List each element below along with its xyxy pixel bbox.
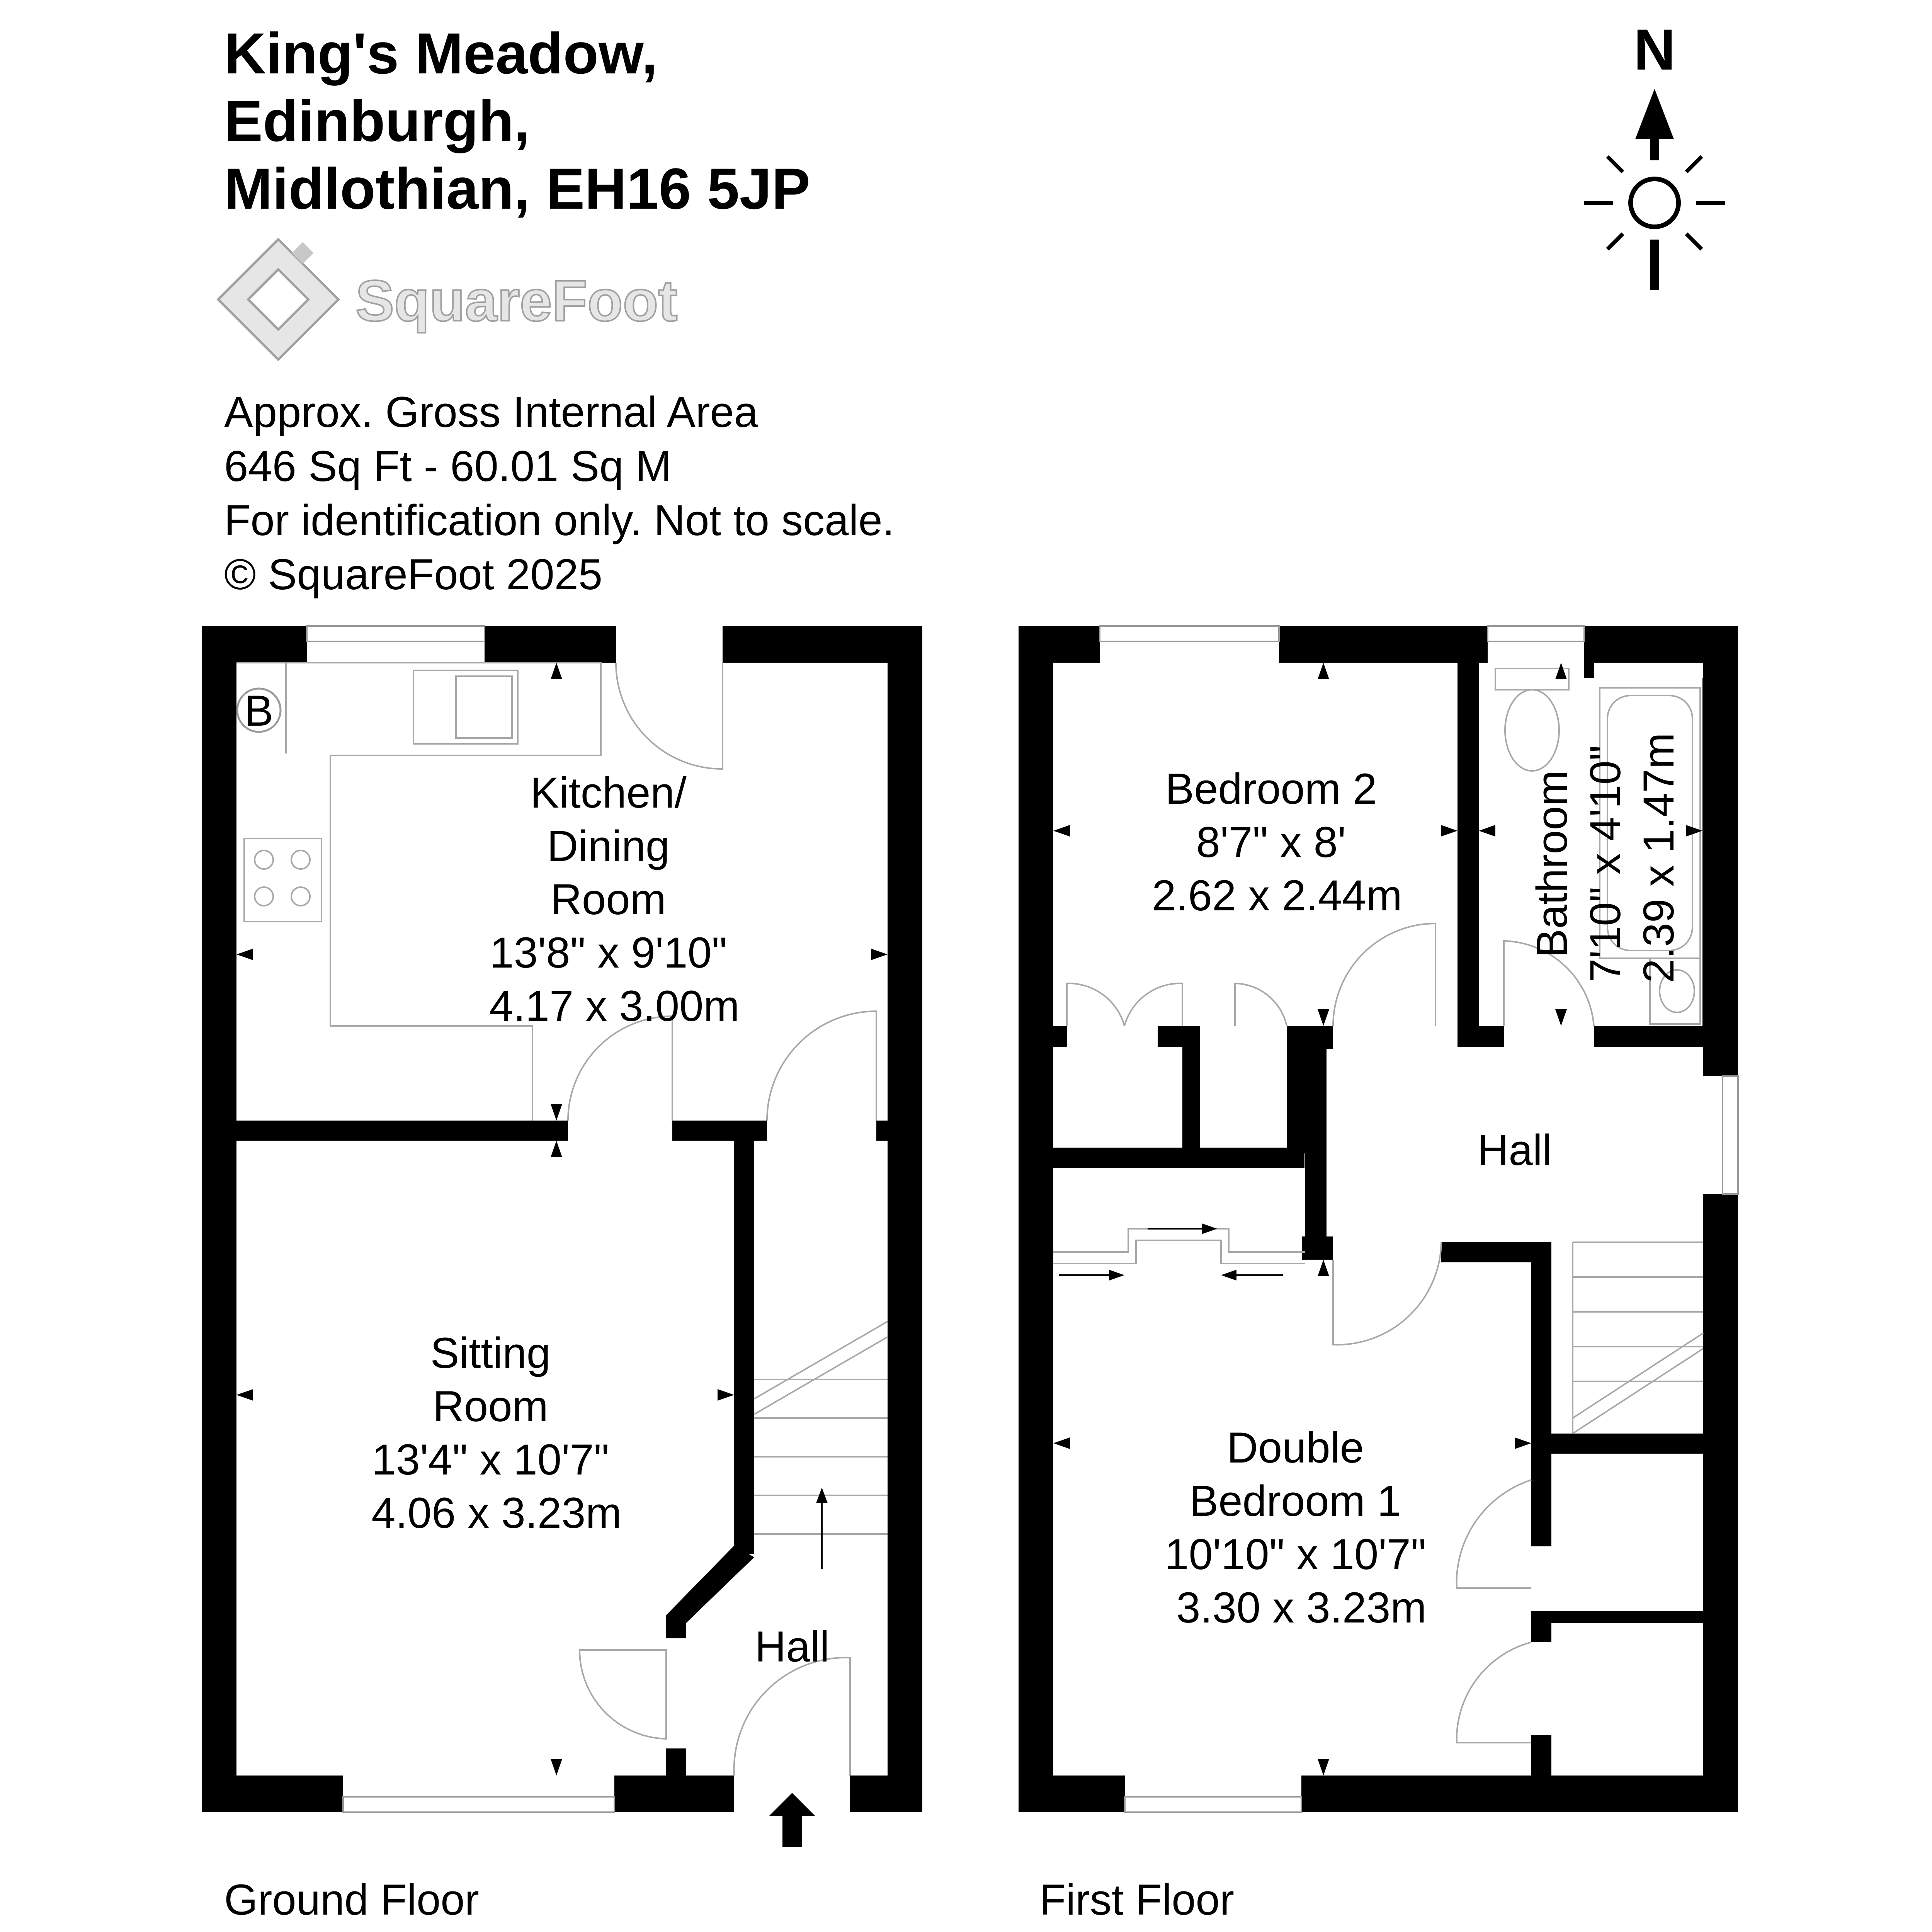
squarefoot-logo-text: SquareFoot	[355, 268, 677, 333]
ground-hall-label: Hall	[755, 1622, 830, 1671]
boiler-label: B	[245, 687, 274, 735]
address-line-2: Edinburgh,	[224, 88, 530, 153]
sitting-room-label: Sitting Room 13'4" x 10'7" 4.06 x 3.23m	[371, 1329, 622, 1537]
ground-floor-stairs	[753, 1321, 888, 1569]
address-line-1: King's Meadow,	[224, 21, 658, 86]
north-compass: N	[1584, 17, 1725, 290]
wardrobe-runners	[1053, 1223, 1305, 1281]
ground-floor-label: Ground Floor	[224, 1876, 479, 1924]
area-info-line-1: Approx. Gross Internal Area	[224, 388, 759, 436]
copyright-line: © SquareFoot 2025	[224, 550, 602, 599]
north-arrow-icon	[1584, 89, 1725, 290]
first-floor-plan: Bedroom 2 8'7" x 8' 2.62 x 2.44m Bathroo…	[1019, 625, 1739, 1924]
svg-text:Bathroom 7'10" x 4'10": Bathroom 7'10" x 4'10" 2.39 x 1.47m	[1528, 733, 1683, 983]
boiler-icon	[236, 687, 282, 733]
area-info: Approx. Gross Internal Area 646 Sq Ft - …	[224, 388, 895, 599]
north-label: N	[1634, 17, 1675, 82]
squarefoot-logo: SquareFoot	[216, 238, 678, 361]
bathroom-label: Bathroom 7'10" x 4'10" 2.39 x 1.47m	[1528, 733, 1683, 983]
first-floor-label: First Floor	[1039, 1876, 1234, 1924]
entrance-arrow-icon	[769, 1793, 815, 1847]
first-floor-stairs	[1572, 1242, 1704, 1434]
kitchen-dining-label: Kitchen/ Dining Room 13'8" x 9'10" 4.17 …	[489, 769, 740, 1030]
area-info-line-2: 646 Sq Ft - 60.01 Sq M	[224, 442, 672, 490]
squarefoot-logo-icon	[216, 238, 340, 361]
double-bedroom-1-label: Double Bedroom 1 10'10" x 10'7" 3.30 x 3…	[1165, 1423, 1438, 1632]
first-hall-label: Hall	[1478, 1126, 1552, 1174]
address-title: King's Meadow, Edinburgh, Midlothian, EH…	[224, 21, 810, 221]
bedroom-2-label: Bedroom 2 8'7" x 8' 2.62 x 2.44m	[1152, 765, 1402, 920]
ground-floor-plan: B Kitchen/ Dini	[202, 625, 922, 1924]
area-info-line-3: For identification only. Not to scale.	[224, 496, 895, 544]
address-line-3: Midlothian, EH16 5JP	[224, 156, 810, 221]
